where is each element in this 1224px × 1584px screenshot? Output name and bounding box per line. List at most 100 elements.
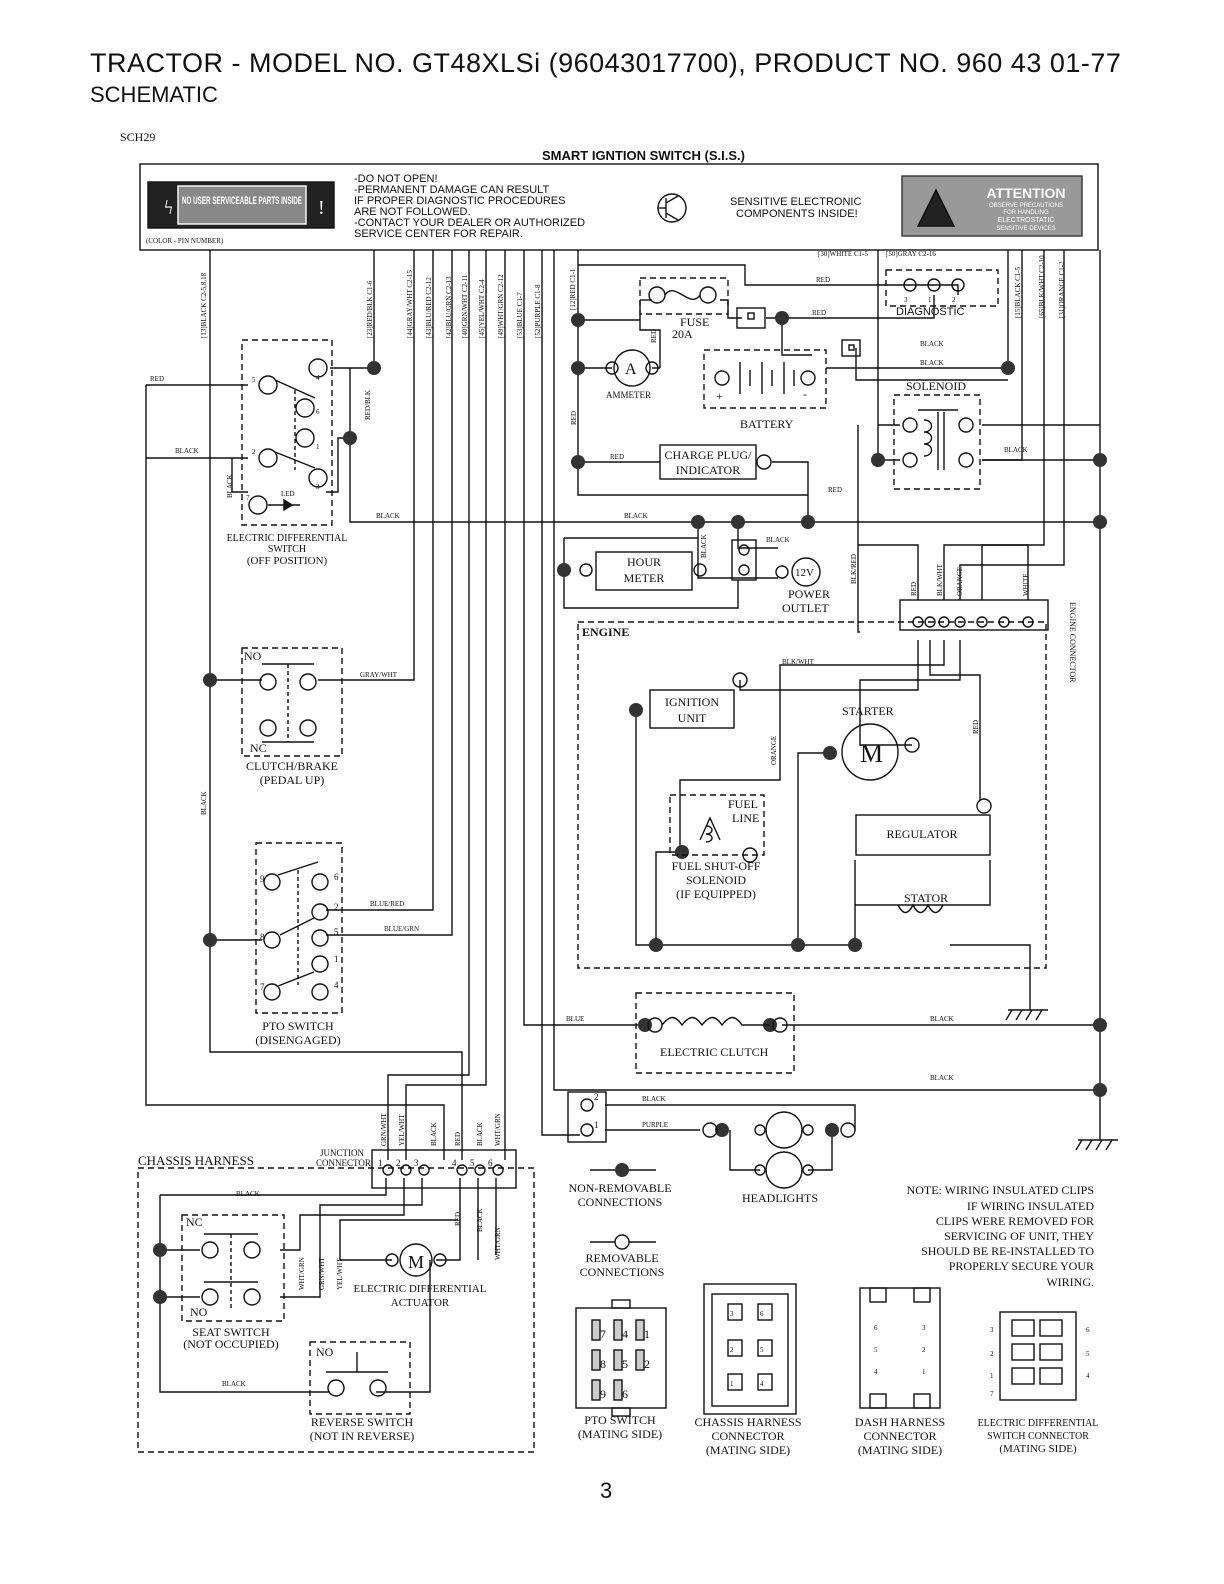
- page-number: 3: [600, 1478, 613, 1503]
- wire-label: WHITE: [1022, 573, 1030, 596]
- wire-label: RED/BLK: [364, 390, 372, 420]
- note-line: IF WIRING INSULATED: [967, 1199, 1094, 1213]
- wire-label: RED: [972, 720, 980, 734]
- junction-label: CONNECTOR: [316, 1158, 371, 1168]
- lightning-icon: ϟ: [164, 197, 173, 219]
- pin-label: [50]GRAY C2-16: [886, 250, 936, 258]
- svg-text:2: 2: [922, 1346, 926, 1354]
- component-label: METER: [624, 571, 665, 585]
- starter-label: STARTER: [842, 704, 894, 718]
- pin-label: [42]BLU/GRN C2-13: [445, 276, 453, 338]
- wire-label: GRN/WHT: [380, 1113, 388, 1146]
- ground-icon: [1075, 1090, 1118, 1151]
- svg-text:2: 2: [990, 1350, 994, 1358]
- voltage-label: 12V: [795, 567, 814, 579]
- component-label: FUEL SHUT-OFF: [672, 859, 761, 873]
- svg-text:6: 6: [760, 1310, 764, 1318]
- engine-label: ENGINE: [582, 625, 629, 639]
- wire-label: BLACK: [920, 359, 944, 367]
- wire-label: BLACK: [376, 512, 400, 520]
- wire-label: GRN/WHT: [318, 1257, 326, 1290]
- connector-label: PTO SWITCH: [584, 1413, 656, 1427]
- component-label: REVERSE SWITCH: [311, 1415, 414, 1429]
- svg-text:6: 6: [334, 872, 339, 882]
- component-label: POWER: [788, 587, 830, 601]
- component-label: CLUTCH/BRAKE: [246, 759, 338, 773]
- wire-label: RED: [650, 329, 658, 343]
- badge-text: NO USER SERVICEABLE PARTS INSIDE: [182, 195, 302, 207]
- svg-text:3: 3: [730, 1310, 734, 1318]
- svg-text:8: 8: [260, 932, 265, 942]
- engine: ENGINE IGNITION UNIT M STARTER FUEL LINE…: [577, 621, 1047, 969]
- pin-label: [23]RED/BLK C1-6: [366, 280, 374, 338]
- warning-line: -PERMANENT DAMAGE CAN RESULT: [354, 184, 549, 196]
- actuator-motor: [399, 1243, 433, 1277]
- wire-label: RED: [570, 411, 578, 425]
- component-label: ELECTRIC DIFFERENTIAL: [227, 533, 348, 544]
- component-label: ELECTRIC DIFFERENTIAL: [354, 1283, 487, 1295]
- svg-text:5: 5: [252, 376, 256, 384]
- pin-label: [30]WHITE C1-5: [818, 250, 868, 258]
- connector-label: (MATING SIDE): [706, 1443, 790, 1457]
- wire-label: RED: [454, 1132, 462, 1146]
- pin-label: [52]PURPLE C1-8: [534, 284, 542, 338]
- battery-label: BATTERY: [740, 417, 794, 431]
- wire-label: BLK/WHT: [782, 658, 815, 666]
- wire-label: BLACK: [430, 1122, 438, 1146]
- schematic-code: SCH29: [120, 130, 156, 144]
- wire-label: WHT/GRN: [298, 1257, 306, 1290]
- svg-text:6: 6: [622, 1387, 628, 1401]
- component-label: SOLENOID: [686, 873, 746, 887]
- component-label: FUEL: [728, 797, 758, 811]
- svg-text:7: 7: [600, 1327, 606, 1341]
- svg-text:4: 4: [334, 980, 339, 990]
- svg-text:4: 4: [622, 1327, 628, 1341]
- svg-text:6: 6: [1086, 1326, 1090, 1334]
- connector-label: ELECTRIC DIFFERENTIAL: [978, 1418, 1099, 1429]
- chassis-harness-label: CHASSIS HARNESS: [138, 1153, 254, 1168]
- svg-text:6: 6: [874, 1324, 878, 1332]
- svg-text:2: 2: [594, 1092, 599, 1102]
- note-line: PROPERLY SECURE YOUR: [949, 1259, 1094, 1273]
- svg-text:5: 5: [874, 1346, 878, 1354]
- wire-label: BLUE/RED: [370, 900, 404, 908]
- svg-text:1: 1: [594, 1120, 599, 1130]
- no-label: NO: [316, 1345, 334, 1359]
- pin-label: [65]BLK/WHT C2-10: [1038, 255, 1046, 318]
- solenoid: SOLENOID: [893, 379, 981, 490]
- svg-text:1: 1: [990, 1372, 994, 1380]
- component-label: (NOT IN REVERSE): [310, 1429, 414, 1443]
- svg-text:3: 3: [990, 1326, 994, 1334]
- pin-label: [49]WHT/GRN C2-12: [497, 274, 505, 338]
- sis-warning: -DO NOT OPEN! -PERMANENT DAMAGE CAN RESU…: [354, 173, 585, 240]
- svg-text:4: 4: [760, 1380, 764, 1388]
- wire-label: BLACK: [175, 447, 199, 455]
- connector-label: CONNECTOR: [863, 1429, 936, 1443]
- connector-label: CONNECTOR: [711, 1429, 784, 1443]
- svg-text:5: 5: [622, 1357, 628, 1371]
- component-label: (PEDAL UP): [260, 773, 325, 787]
- page-subtitle: SCHEMATIC: [90, 82, 218, 107]
- svg-text:2: 2: [644, 1357, 650, 1371]
- junction-connector: [371, 1149, 517, 1189]
- warning-triangle-icon: [916, 188, 956, 227]
- engine-connector: ENGINE CONNECTOR: [899, 599, 1077, 683]
- non-removable-dot-icon: [615, 1163, 629, 1177]
- note-line: NOTE: WIRING INSULATED CLIPS: [907, 1183, 1094, 1197]
- wire-label: RED: [910, 582, 918, 596]
- svg-text:3: 3: [316, 483, 320, 491]
- svg-text:3: 3: [904, 296, 908, 304]
- wire-label: RED: [812, 309, 826, 317]
- wire-label: BLACK: [226, 474, 234, 498]
- wire-label: BLACK: [222, 1380, 246, 1388]
- svg-text:7: 7: [990, 1390, 994, 1398]
- component-label: UNIT: [678, 711, 707, 725]
- component-label: CHARGE PLUG/: [664, 448, 752, 462]
- led-icon: [283, 498, 294, 512]
- attention-line: FOR HANDLING: [1003, 210, 1049, 216]
- led-label: LED: [281, 490, 295, 498]
